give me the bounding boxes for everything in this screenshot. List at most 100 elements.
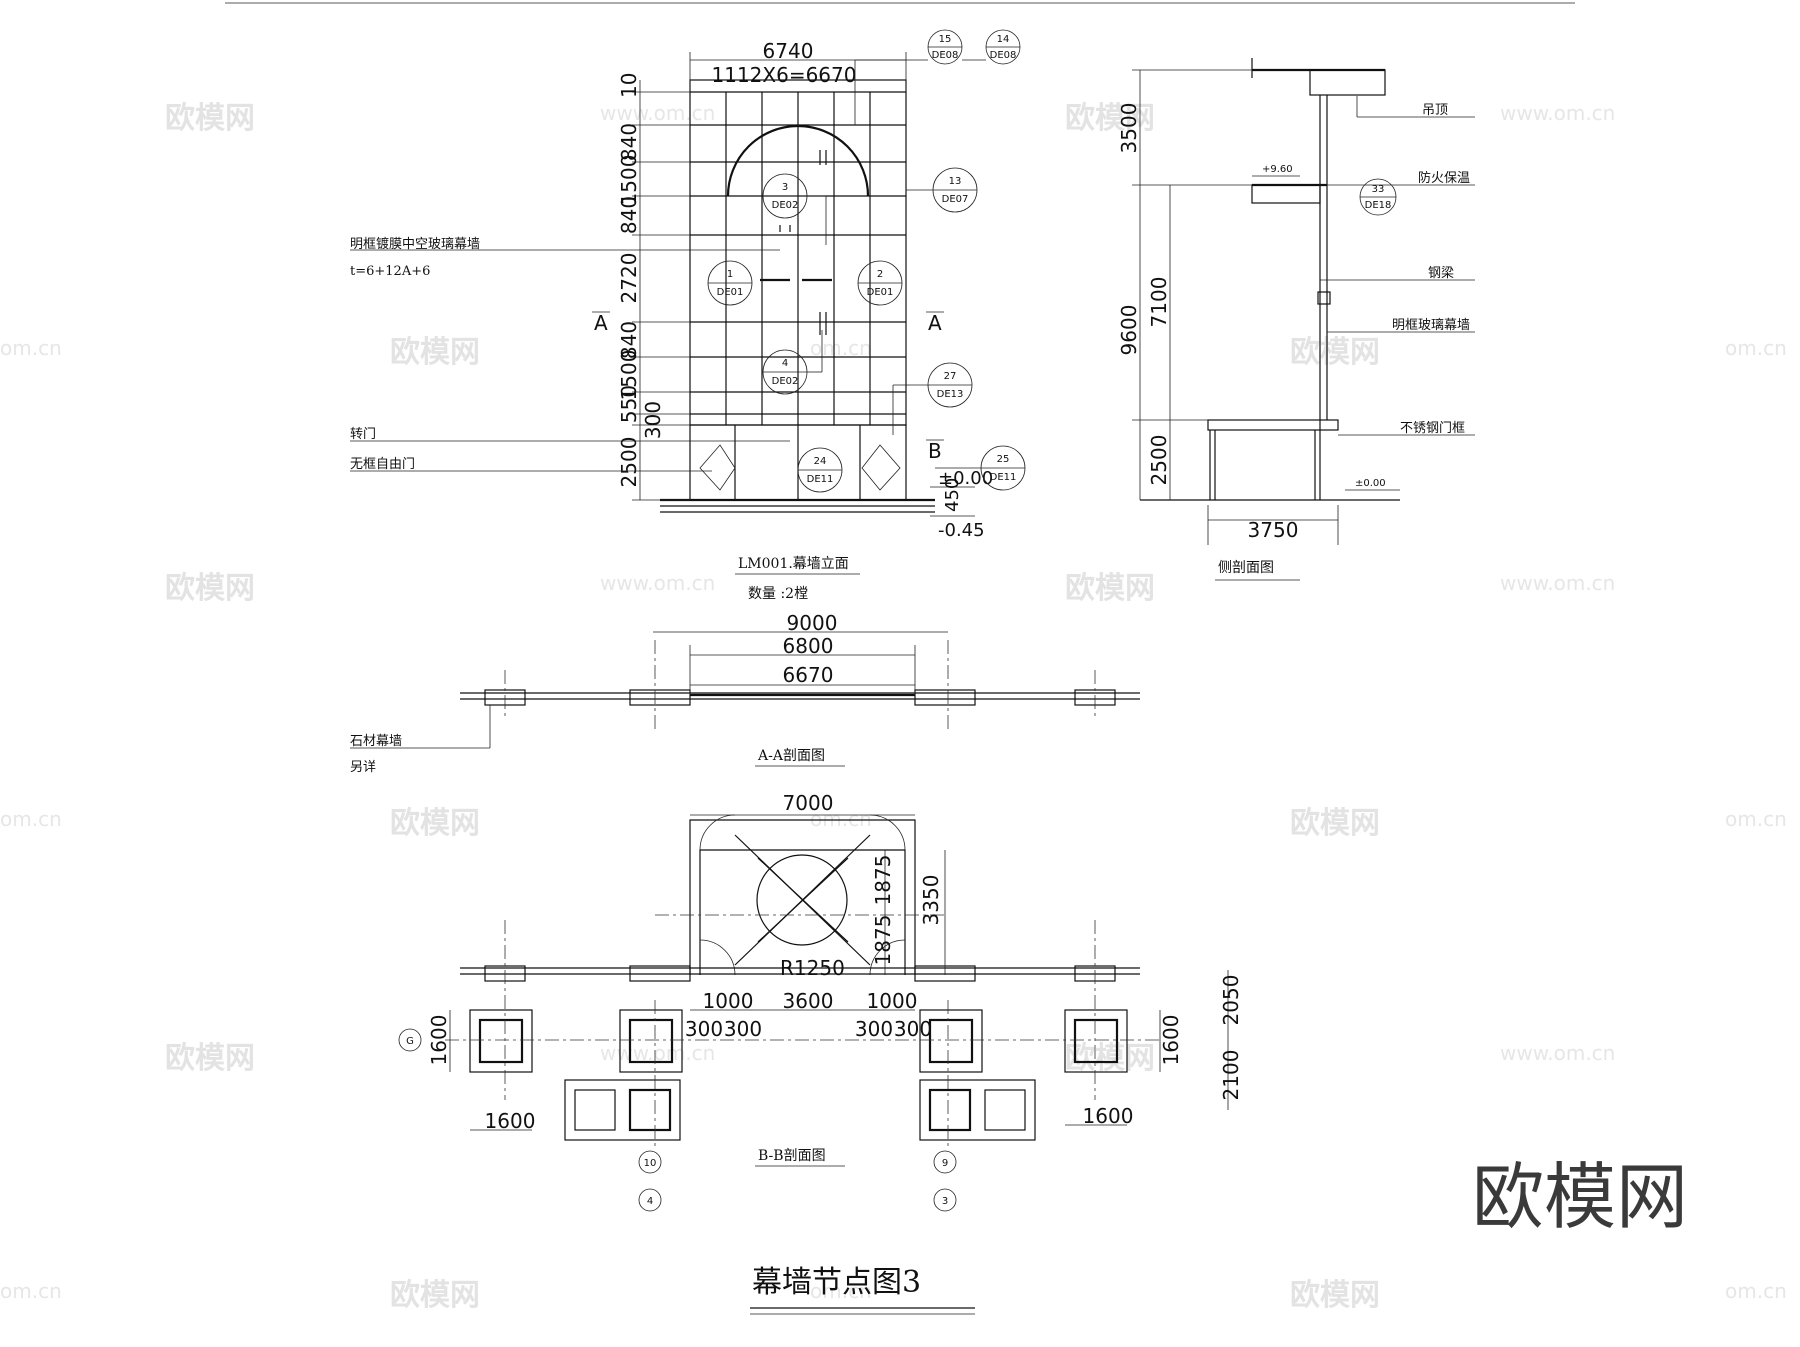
revolving-door [756,854,848,946]
dim-width: 1600 [485,1109,536,1133]
level-ground: ±0.00 [1355,478,1386,489]
dim-vertical: 1500 [617,155,641,206]
svg-text:DE07: DE07 [942,194,969,205]
watermark-logo: 欧模网 [1065,101,1155,136]
dim-vertical: 1875 [871,915,895,966]
detail-bubble: 1 DE01 [707,260,753,306]
detail-bubble: 14 DE08 [985,29,1021,65]
dim-vertical: 2500 [1147,435,1171,486]
svg-text:24: 24 [814,456,827,467]
dim-width: 7000 [783,791,834,815]
detail-bubble: 24 DE11 [797,447,843,493]
watermark-url: om.cn [1725,1279,1787,1303]
section-mark-b: B [928,439,942,463]
svg-text:1: 1 [727,269,733,280]
side-section-caption: 侧剖面图 [1218,560,1274,576]
watermark-url: om.cn [810,807,872,831]
dim-width: 300 [855,1017,893,1041]
svg-text:3: 3 [942,1196,948,1207]
watermark-url: om.cn [810,1279,872,1303]
watermark-logo: 欧模网 [390,335,480,370]
svg-text:DE02: DE02 [772,376,799,387]
label-glass-wall: 明框镀膜中空玻璃幕墙 [350,236,480,252]
dim-vertical: 2100 [1219,1050,1243,1101]
door-frame-head [1207,419,1339,431]
door-swing-right [861,444,901,491]
watermark-logo: 欧模网 [390,806,480,841]
dim-width: 1000 [703,989,754,1013]
dim-vertical: 10 [617,73,641,98]
dim-vertical: 1600 [1159,1015,1183,1066]
dim-width: 300 [724,1017,762,1041]
detail-callouts: 15 DE08 14 DE08 3 DE02 13 DE07 [707,29,1026,493]
watermark-url: om.cn [0,1279,62,1303]
svg-text:13: 13 [949,176,962,187]
svg-text:DE02: DE02 [772,200,799,211]
dim-vertical: 2720 [617,253,641,304]
level-upper: +9.60 [1262,164,1293,175]
dim-vertical: 2500 [617,437,641,488]
label-see-detail: 另详 [350,760,376,775]
dim-width: 6800 [783,634,834,658]
dim-vertical: 3350 [919,875,943,926]
dim-width: 1000 [867,989,918,1013]
label-fire-insulation: 防火保温 [1418,170,1470,186]
svg-text:DE18: DE18 [1365,200,1392,211]
svg-text:9: 9 [942,1158,948,1169]
column-footings [469,1009,1128,1141]
section-bb-caption: B-B剖面图 [758,1148,826,1164]
section-aa-caption: A-A剖面图 [757,748,825,764]
dim-vertical: 3500 [1117,103,1141,154]
svg-text:DE01: DE01 [717,287,744,298]
watermark-logo: 欧模网 [1065,571,1155,606]
watermark-url: www.om.cn [600,101,715,125]
svg-text:33: 33 [1372,184,1385,195]
watermark-url: om.cn [0,807,62,831]
sheet-title: 幕墙节点图3 [752,1265,921,1300]
label-glass-wall: 明框玻璃幕墙 [1392,318,1470,333]
ceiling-beam [1309,69,1386,96]
watermark-logo: 欧模网 [390,1278,480,1313]
door-swing-left [699,444,736,491]
elevation-caption: LM001.幕墙立面 [738,556,849,572]
dim-vertical: 2050 [1219,975,1243,1026]
watermark-logo: 欧模网 [1290,335,1380,370]
dim-width: 6670 [783,663,834,687]
svg-text:G: G [406,1036,414,1047]
svg-text:3: 3 [782,182,788,193]
svg-text:4: 4 [782,358,788,369]
dim-overall-width: 6740 [763,39,814,63]
dim-vertical: 840 [617,196,641,234]
arch-feature [726,124,870,197]
dim-vertical: 1600 [427,1015,451,1066]
dim-vertical: 840 [617,321,641,359]
watermark-url: www.om.cn [1500,1041,1615,1065]
grid-axis-bubble: 9 [933,1150,957,1174]
svg-text:DE11: DE11 [807,474,834,485]
svg-text:10: 10 [644,1158,657,1169]
elevation-quantity: 数量 :2樘 [748,586,808,602]
svg-text:27: 27 [944,371,957,382]
watermark-logo: 欧模网 [1065,1041,1155,1076]
dim-radius: R1250 [780,956,845,980]
svg-text:DE11: DE11 [990,472,1017,483]
svg-text:2: 2 [877,269,883,280]
watermark-layer: 欧模网 www.om.cn 欧模网 www.om.cn om.cn 欧模网 om… [0,101,1787,1313]
brand-logo: 欧模网 [1472,1155,1688,1239]
dim-vertical: 9600 [1117,305,1141,356]
watermark-logo: 欧模网 [1290,1278,1380,1313]
dim-vertical: 1500 [617,350,641,401]
detail-bubble: 27 DE13 [927,362,973,408]
detail-bubble: 2 DE01 [857,260,903,306]
watermark-url: www.om.cn [1500,571,1615,595]
grid-axis-bubble: 4 [638,1188,662,1212]
watermark-url: om.cn [0,336,62,360]
detail-bubble: 25 DE11 [980,445,1026,491]
svg-text:DE13: DE13 [937,389,964,400]
svg-text:DE01: DE01 [867,287,894,298]
svg-text:DE08: DE08 [990,50,1017,61]
watermark-url: om.cn [1725,336,1787,360]
dim-vertical: 840 [617,123,641,161]
dim-width: 3600 [783,989,834,1013]
